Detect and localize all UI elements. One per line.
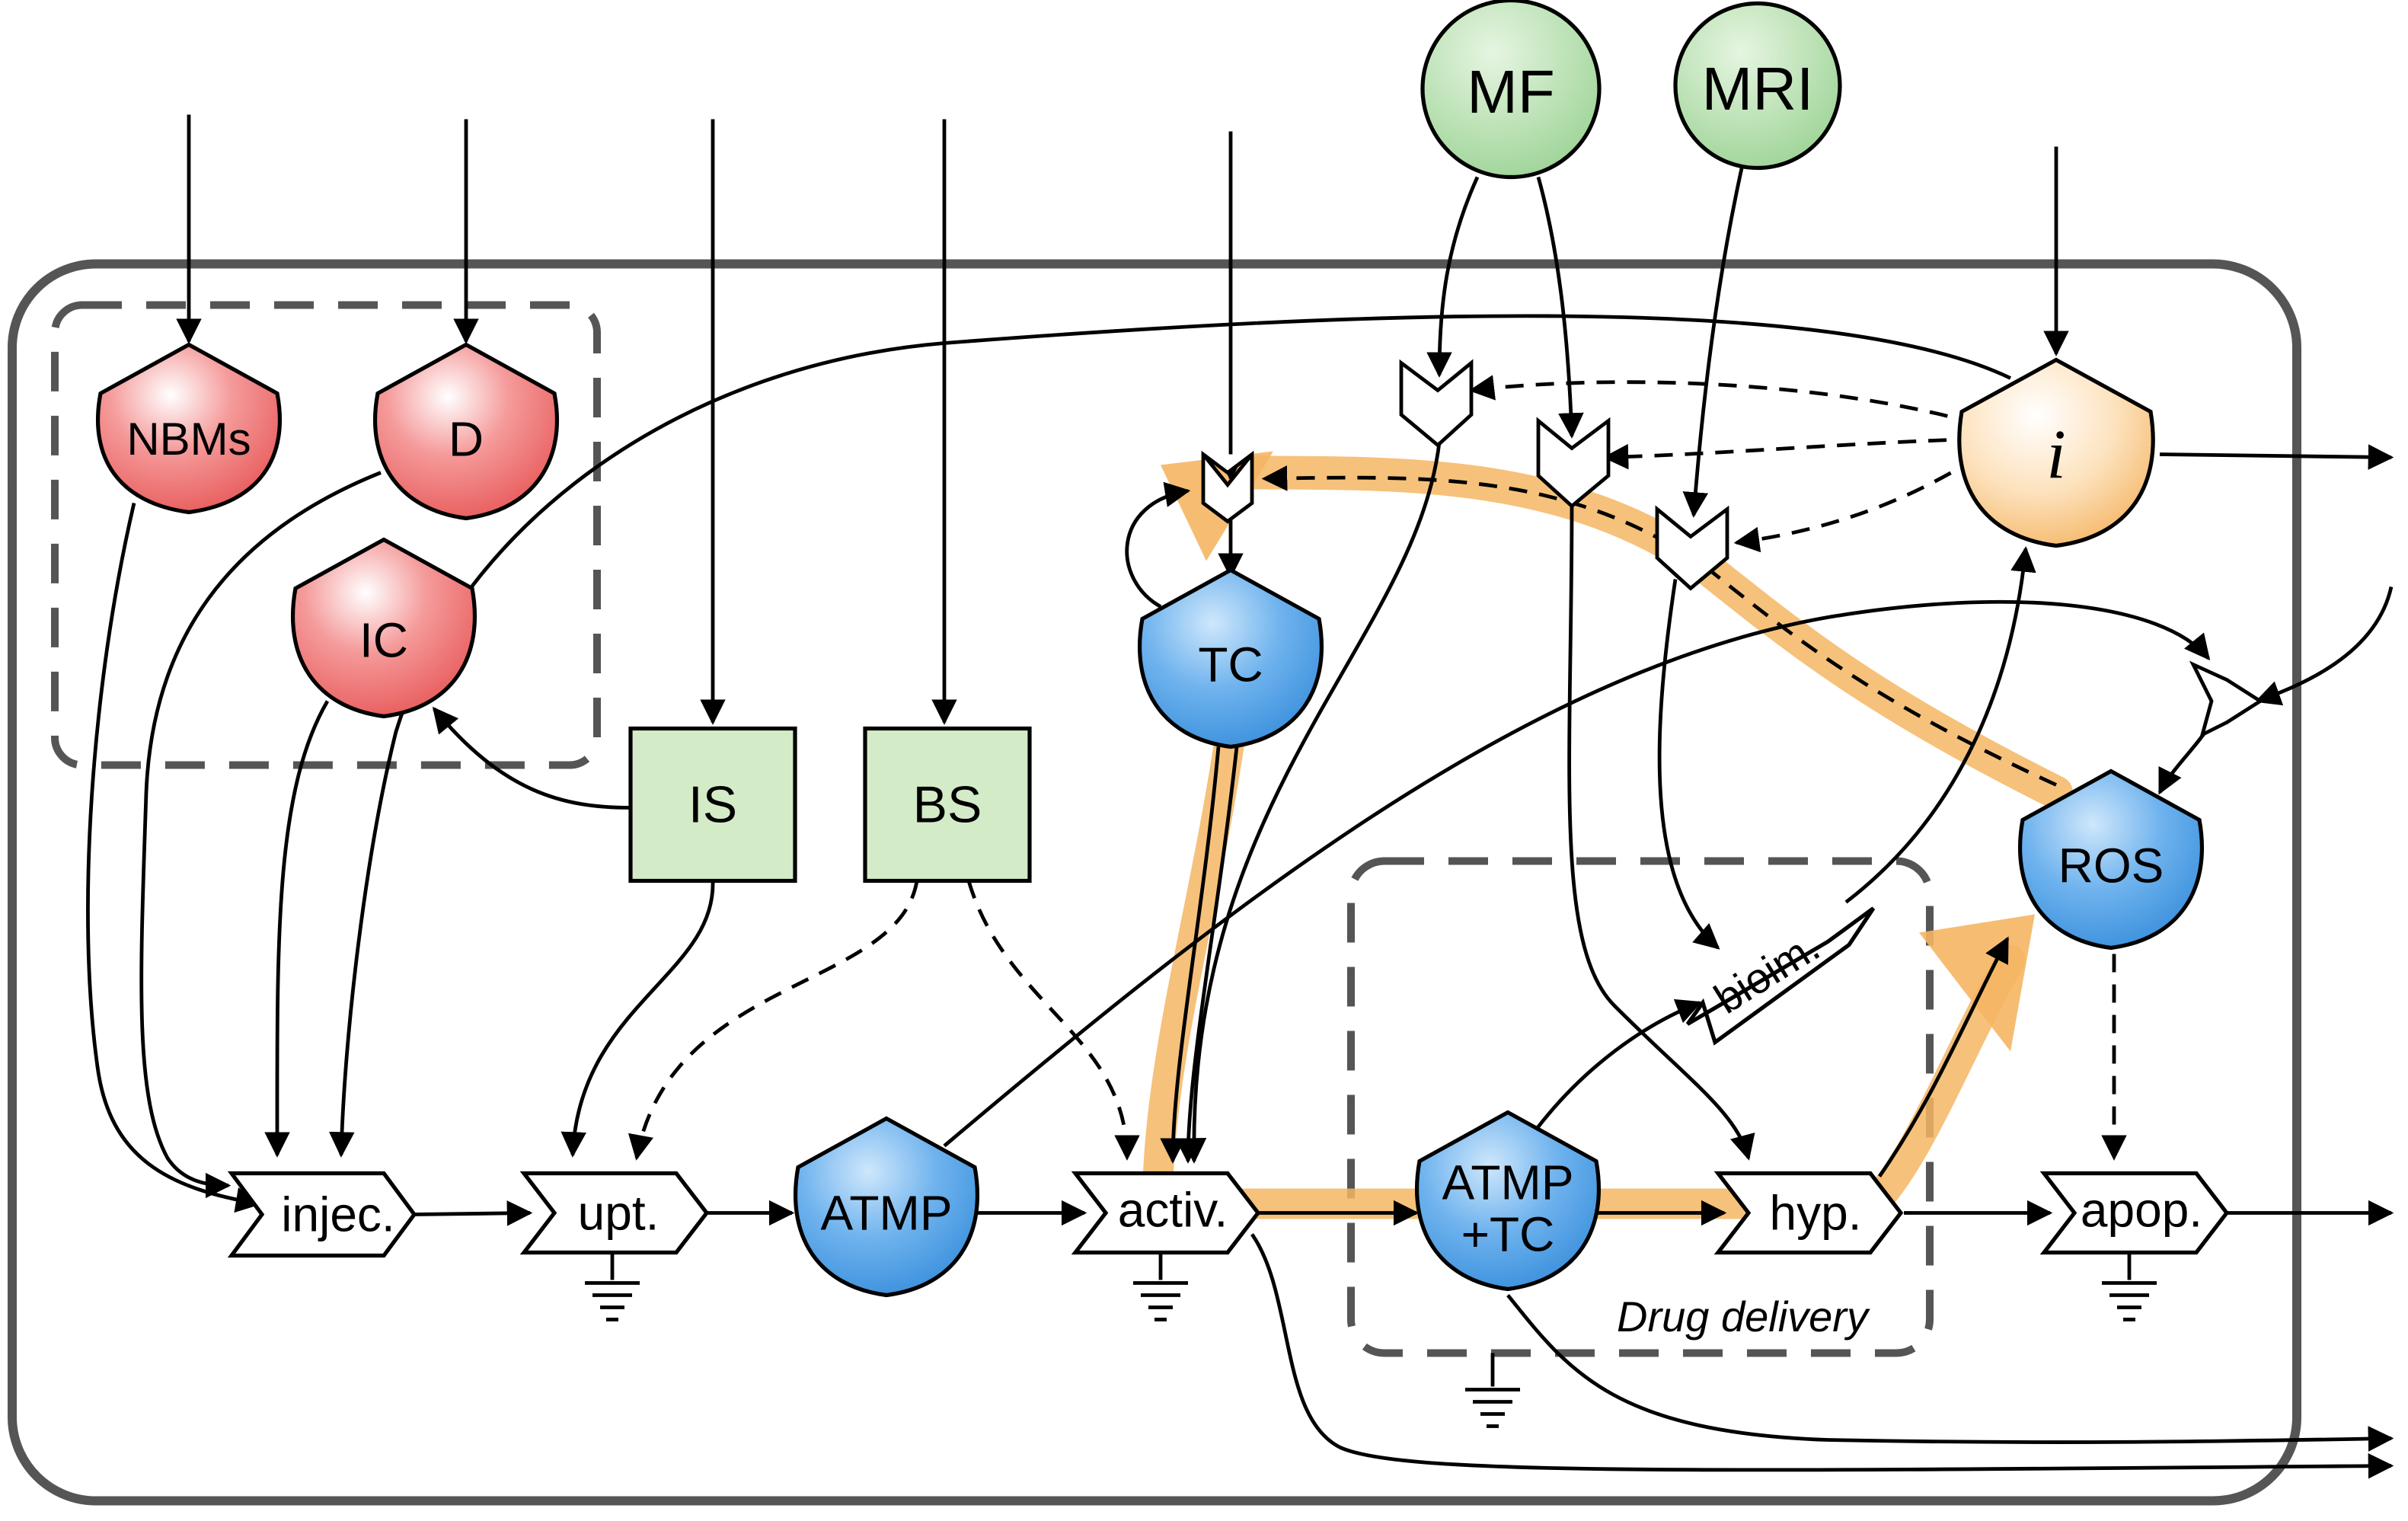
injec-shape: [227, 1171, 417, 1258]
highlight-path: [1142, 455, 2073, 1219]
injec-label: injec.: [281, 1187, 394, 1242]
atmp-tc-node: [1415, 1110, 1601, 1292]
ros-node: [2018, 768, 2204, 951]
tc-label: TC: [1198, 637, 1263, 692]
atmp-tc-label-2: +TC: [1461, 1207, 1555, 1262]
d-label: D: [449, 412, 484, 467]
nbms-node: [96, 342, 282, 515]
i-node: [1957, 357, 2155, 548]
ground-drug-delivery: [1465, 1388, 1520, 1428]
bs-label: BS: [913, 776, 982, 834]
process-nodes: [227, 906, 2230, 1258]
upt-label: upt.: [578, 1186, 659, 1241]
ros-label: ROS: [2058, 839, 2164, 893]
d-node: [373, 342, 559, 521]
system-boundary: [8, 259, 2301, 1506]
activ-label: activ.: [1118, 1183, 1228, 1238]
mri-label: MRI: [1702, 55, 1814, 123]
input-group-box: [51, 301, 601, 769]
tc-node: [1138, 567, 1324, 749]
ground-apop: [2102, 1281, 2157, 1321]
gate-mf-2: [1536, 417, 1611, 509]
is-label: IS: [688, 776, 737, 834]
upt-shape: [519, 1171, 710, 1255]
i-label: i: [2046, 416, 2066, 494]
edges: [86, 114, 2394, 1479]
ground-activ: [1133, 1281, 1188, 1321]
bioim-label: bioim.: [1706, 922, 1828, 1023]
apop-shape: [2039, 1171, 2230, 1255]
ic-label: IC: [359, 613, 408, 668]
bioim-shape: [1685, 906, 1876, 1046]
bs-box: [863, 726, 1032, 884]
apop-label: apop.: [2081, 1183, 2202, 1238]
mf-label: MF: [1467, 58, 1555, 126]
gate-ros: [2189, 660, 2264, 739]
atmp-label: ATMP: [820, 1186, 952, 1241]
mri-circle: [1673, 1, 1842, 171]
is-box: [628, 726, 797, 884]
ic-node: [291, 537, 477, 719]
atmp-node: [794, 1116, 979, 1298]
drug-delivery-label: Drug delivery: [1617, 1293, 1870, 1340]
mf-circle: [1420, 0, 1602, 180]
gate-tc: [1201, 450, 1254, 524]
gates: [1201, 359, 2264, 739]
gate-mri: [1655, 505, 1729, 591]
ground-upt: [585, 1281, 640, 1321]
hyp-shape: [1713, 1171, 1904, 1255]
gate-mf-1: [1399, 359, 1474, 448]
activ-shape: [1071, 1171, 1261, 1255]
hyp-label: hyp.: [1770, 1186, 1862, 1241]
nbms-label: NBMs: [126, 414, 251, 465]
atmp-tc-label-1: ATMP: [1442, 1155, 1573, 1210]
